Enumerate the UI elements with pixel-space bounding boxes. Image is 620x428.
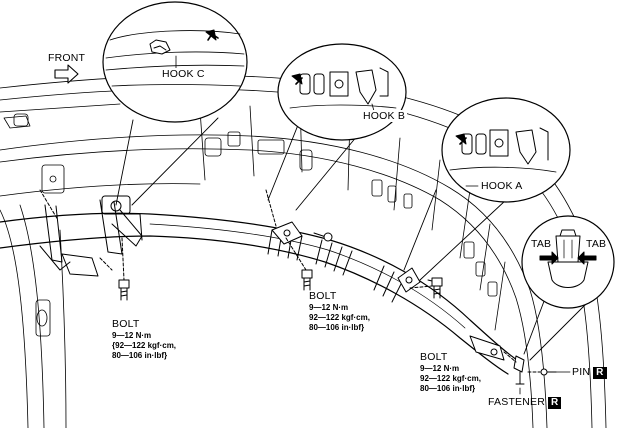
callout-hook-b	[267, 43, 407, 211]
tab-right-label: TAB	[586, 238, 607, 250]
bolt-center-spec: 9—12 N·m 92—122 kgf·cm, 80—106 in·lbf}	[309, 303, 370, 332]
bolt-right	[409, 277, 443, 299]
hook-a-label: HOOK A	[479, 180, 525, 192]
bolt-right-label: BOLT	[420, 351, 448, 363]
pin-replace-mark: R	[593, 367, 607, 379]
front-arrow-icon	[54, 64, 79, 84]
callout-hook-a	[403, 97, 571, 281]
front-label: FRONT	[48, 52, 86, 64]
curtain-airbag-module	[0, 195, 521, 375]
bolt-left-spec: 9—12 N·m {92—122 kgf·cm, 80—106 in·lbf}	[112, 331, 177, 360]
mount-bracket-right	[397, 267, 505, 361]
mount-bracket-center	[271, 221, 333, 245]
pin-label-text: PIN	[572, 366, 591, 378]
fastener-label-text: FASTENER	[488, 396, 546, 408]
hook-c-label: HOOK C	[160, 68, 207, 80]
callout-hook-c	[102, 1, 248, 206]
tab-left-label: TAB	[531, 238, 552, 250]
fastener-clip	[503, 351, 525, 385]
fastener-replace-mark: R	[548, 397, 562, 409]
bolt-center	[265, 189, 313, 291]
bolt-left	[39, 189, 130, 301]
hook-b-label: HOOK B	[361, 110, 408, 122]
bolt-right-spec: 9—12 N·m 92—122 kgf·cm, 80—106 in·lbf}	[420, 364, 481, 393]
bolt-center-label: BOLT	[309, 290, 337, 302]
pin	[527, 368, 557, 376]
bolt-left-label: BOLT	[112, 318, 140, 330]
